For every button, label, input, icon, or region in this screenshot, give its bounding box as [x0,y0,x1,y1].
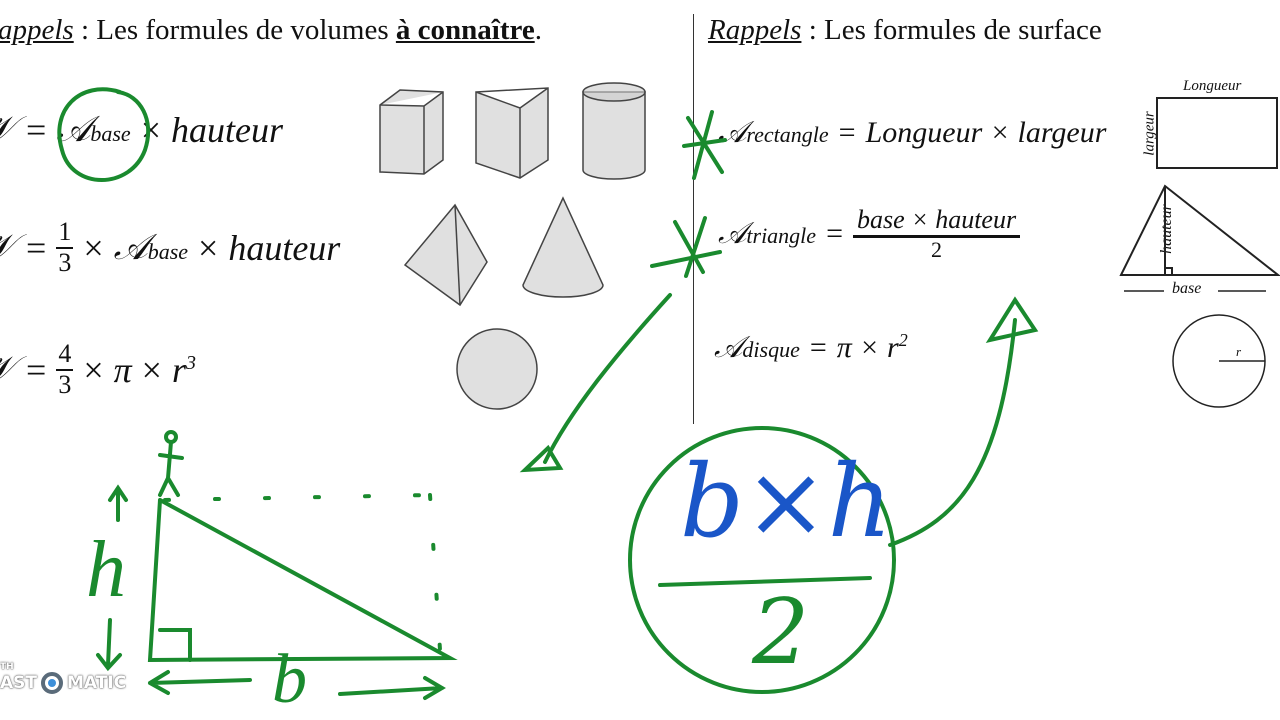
circle-around-abase [57,87,151,182]
times: × [83,227,104,268]
cylinder-icon [582,91,646,180]
expression: π × r [836,331,899,364]
radius: r [171,349,186,390]
label-longueur: Longueur [1183,78,1242,94]
area-base: 𝒜base [114,226,188,269]
numerator: 4 [56,339,74,371]
subscript: disque [742,336,800,362]
solids [379,82,646,410]
screencast-watermark: TH AST MATIC [0,662,126,694]
pyramid-icon [403,203,488,307]
watermark-left: AST [0,673,37,693]
green-annotations [57,87,1039,700]
exponent: 2 [898,330,908,350]
height-arrows [96,484,128,672]
subscript: base [147,239,189,265]
right-angle-mark [158,628,192,662]
volumes-title: appels : Les formules de volumes à conna… [0,14,542,47]
check-mark-triangle [650,216,722,278]
cylinder-top [582,82,646,102]
v-symbol: 𝒱 [0,108,16,151]
rectangle-shape [1156,97,1278,169]
cone-icon [522,196,604,298]
column-divider [693,14,694,424]
handdrawn-triangle [147,498,458,663]
times: × [141,349,162,390]
hauteur: hauteur [228,227,341,268]
base-arrows [148,670,446,700]
title-text: : Les formules de volumes [73,14,396,46]
sphere-icon [456,328,538,410]
formula-disk-area: 𝒜disque = π × r2 [714,330,908,365]
formula-rectangle-area: 𝒜rectangle = Longueur × largeur [718,116,1106,150]
denominator: 3 [58,247,72,277]
a-symbol: 𝒜 [113,227,148,268]
area-base: 𝒜base [56,108,130,151]
denominator: 2 [931,236,943,262]
arrow-line [543,293,672,464]
equals: = [26,109,47,150]
equals: = [26,349,47,390]
label-r: r [1236,344,1242,359]
arrow-head [519,444,564,473]
title-bold: à connaître [395,14,535,46]
watermark-logo-icon [41,672,63,694]
surface-title: Rappels : Les formules de surface [708,14,1102,47]
curved-arrow [888,318,1017,547]
times: × [83,349,104,390]
title-rappels: Rappels [708,14,802,46]
handwritten-denominator: 2 [752,580,810,685]
label-base: base [1172,280,1202,297]
formula-pyramid-volume: 𝒱 = 13 × 𝒜base × hauteur [0,217,341,277]
pi: π [113,349,132,390]
handwritten-numerator: b×h [680,443,893,560]
equals: = [809,330,827,364]
equals: = [26,227,47,268]
equals: = [826,216,843,250]
subscript: triangle [746,222,817,248]
denominator: 3 [58,369,72,399]
check-mark-rectangle [682,110,727,180]
handwritten-b: b [272,641,307,718]
watermark-right: MATIC [67,673,127,693]
arrow-head [985,296,1039,343]
times: × [198,227,219,268]
equals: = [838,116,856,149]
exponent: 3 [186,351,196,374]
reference-shapes [1119,97,1280,408]
subscript: rectangle [746,122,829,147]
handwritten-h: h [86,526,126,614]
circle-around-formula [628,426,896,694]
a-symbol: 𝒜 [714,330,743,364]
formula-sphere-volume: 𝒱 = 43 × π × r3 [0,339,196,399]
numerator: base × hauteur [852,205,1021,238]
watermark-top: TH [0,662,14,672]
triangular-prism-icon [475,87,549,179]
a-symbol: 𝒜 [718,216,747,250]
fraction-bar [658,576,872,587]
stick-figure [158,440,184,497]
title-end: . [534,14,542,46]
dotted-rectangle [163,493,442,652]
v-symbol: 𝒱 [0,348,16,391]
v-symbol: 𝒱 [0,226,16,269]
hauteur: hauteur [171,109,284,150]
numerator: 1 [56,217,74,249]
a-symbol: 𝒜 [718,116,747,149]
subscript: base [90,121,131,146]
expression: Longueur × largeur [865,116,1107,149]
title-rappels: appels [0,14,74,46]
title-text: : Les formules de surface [801,14,1102,46]
triangle-shape [1119,184,1280,276]
prism-icon [379,89,444,175]
